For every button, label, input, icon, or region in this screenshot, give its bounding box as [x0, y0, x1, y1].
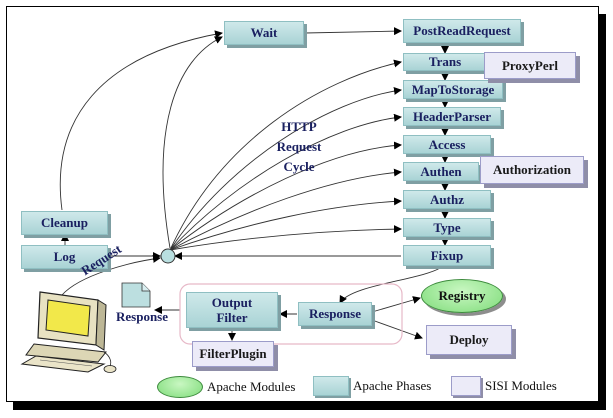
http-request-cycle-label: HTTP Request Cycle [266, 117, 332, 177]
document-icon [121, 282, 151, 308]
sisi-proxyperl: ProxyPerl [484, 52, 576, 79]
hub-node [160, 248, 176, 264]
cycle-label-line-3: Cycle [283, 159, 315, 174]
legend-apache-phases: Apache Phases [313, 376, 431, 396]
legend-swatch-phase [313, 376, 349, 396]
phase-fixup: Fixup [403, 245, 491, 266]
phase-log: Log [21, 245, 108, 269]
sisi-filterplugin: FilterPlugin [192, 341, 274, 367]
cycle-label-line-1: HTTP [281, 119, 317, 134]
phase-access: Access [403, 135, 491, 154]
phase-output-filter: Output Filter [186, 292, 278, 328]
legend-apache-modules: Apache Modules [157, 376, 295, 398]
phase-postreadrequest: PostReadRequest [403, 19, 521, 43]
phase-type: Type [403, 218, 491, 237]
phase-response: Response [298, 302, 372, 326]
legend-label-module: Apache Modules [207, 379, 296, 394]
sisi-authorization: Authorization [480, 156, 584, 184]
legend-label-phase: Apache Phases [353, 378, 432, 393]
phase-cleanup: Cleanup [21, 211, 108, 235]
output-filter-line-2: Filter [216, 310, 248, 325]
legend-swatch-module [157, 376, 203, 398]
legend-swatch-sisi [451, 376, 481, 396]
phase-authen: Authen [403, 162, 479, 181]
phase-wait: Wait [224, 21, 304, 45]
legend-sisi-modules: SISI Modules [451, 376, 557, 396]
legend-label-sisi: SISI Modules [485, 378, 557, 393]
computer-icon [20, 291, 117, 373]
output-pipeline-region [179, 283, 403, 345]
phase-authz: Authz [403, 190, 491, 209]
phase-trans: Trans [403, 53, 487, 71]
response-label: Response [116, 309, 169, 324]
module-registry: Registry [421, 279, 503, 313]
cycle-label-line-2: Request [276, 139, 322, 154]
sisi-deploy: Deploy [426, 325, 512, 355]
output-filter-line-1: Output [211, 295, 253, 310]
phase-maptostorage: MapToStorage [403, 80, 503, 99]
phase-headerparser: HeaderParser [403, 107, 501, 126]
